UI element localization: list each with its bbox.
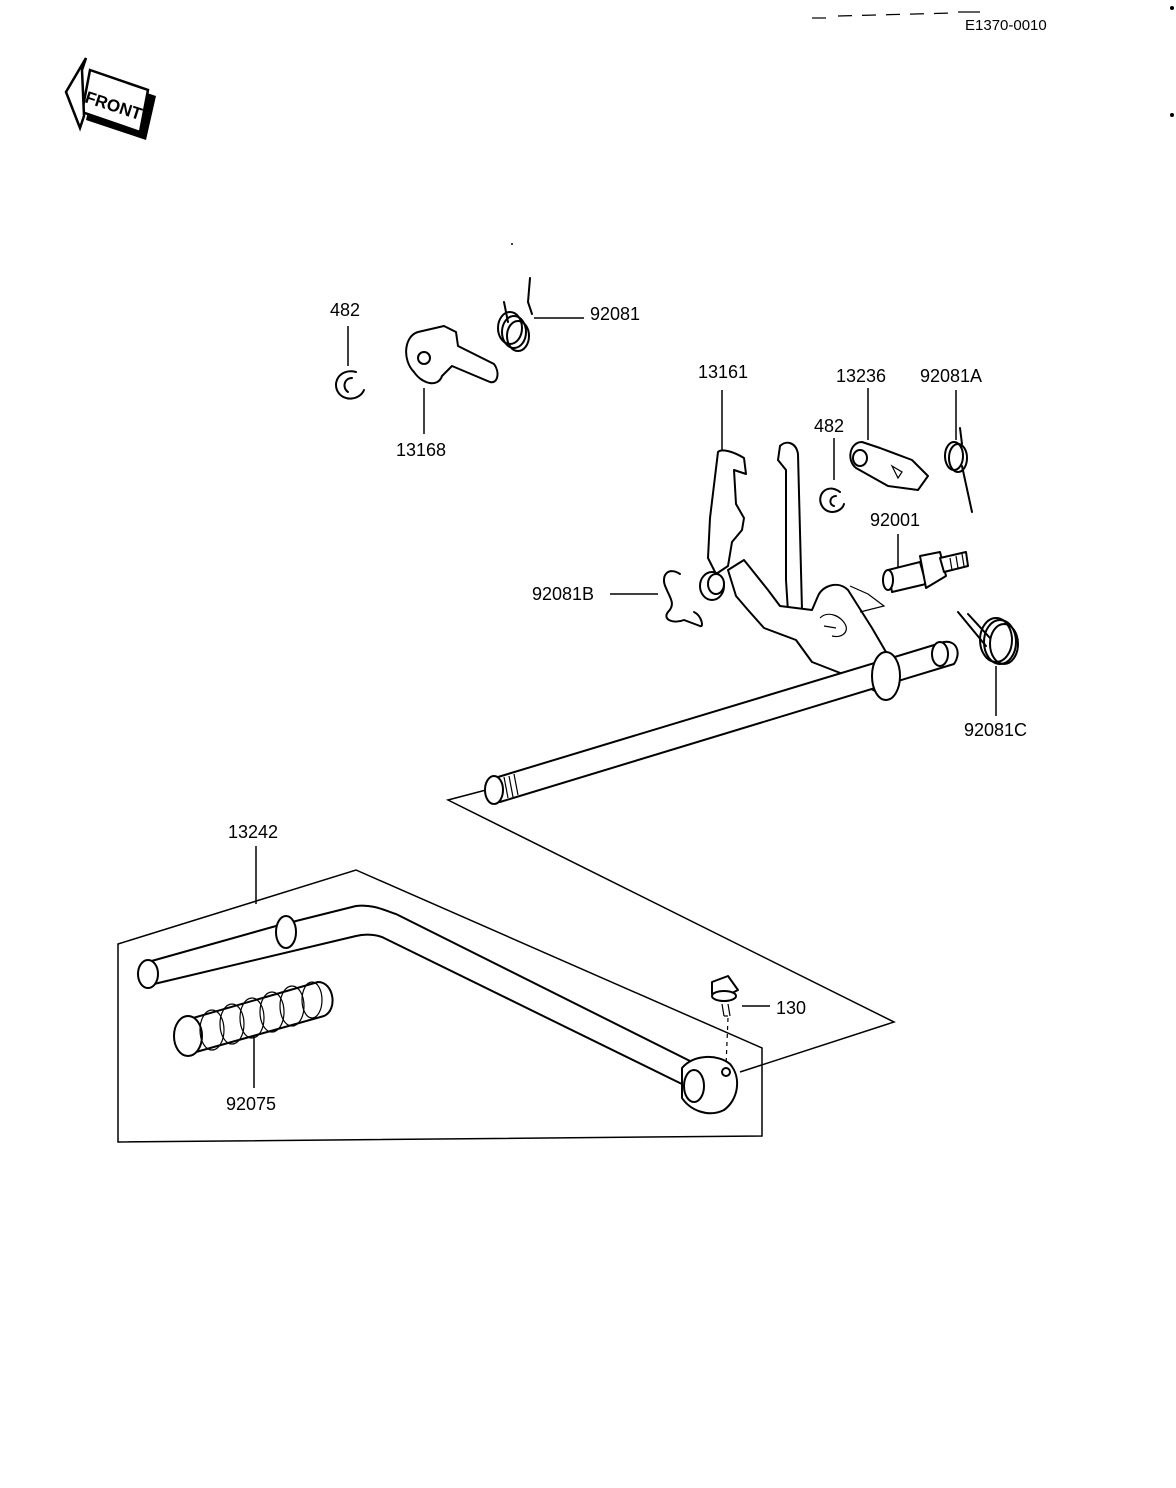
circlip-482-a	[335, 326, 365, 400]
callout-482-a: 482	[330, 300, 360, 320]
callout-13168: 13168	[396, 440, 446, 460]
circlip-482-b	[819, 438, 845, 513]
callout-482-b: 482	[814, 416, 844, 436]
shift-pedal-13242	[117, 846, 763, 1143]
shift-arm-13161	[699, 390, 901, 697]
callout-130: 130	[776, 998, 806, 1018]
spring-92081b	[610, 570, 703, 628]
callout-92081a: 92081A	[920, 366, 982, 386]
drawing-code: E1370-0010	[965, 17, 1047, 34]
spring-92081	[497, 277, 584, 352]
callout-92001: 92001	[870, 510, 920, 530]
callout-92081c: 92081C	[964, 720, 1027, 740]
callout-92075: 92075	[226, 1094, 276, 1114]
callout-13242: 13242	[228, 822, 278, 842]
header-dashes	[511, 6, 1174, 245]
bolt-130	[711, 975, 770, 1067]
callout-13161: 13161	[698, 362, 748, 382]
callout-92081: 92081	[590, 304, 640, 324]
spring-92081a	[944, 390, 973, 513]
shift-shaft	[445, 640, 959, 1073]
stud-bolt-92001	[882, 534, 969, 593]
spring-92081c	[957, 611, 1019, 716]
lever-plate-13168	[405, 325, 499, 434]
footpeg-rubber-92075	[173, 981, 334, 1088]
callout-92081b: 92081B	[532, 584, 594, 604]
callout-13236: 13236	[836, 366, 886, 386]
plate-13236	[849, 388, 929, 491]
front-arrow-icon: FRONT	[64, 57, 156, 140]
